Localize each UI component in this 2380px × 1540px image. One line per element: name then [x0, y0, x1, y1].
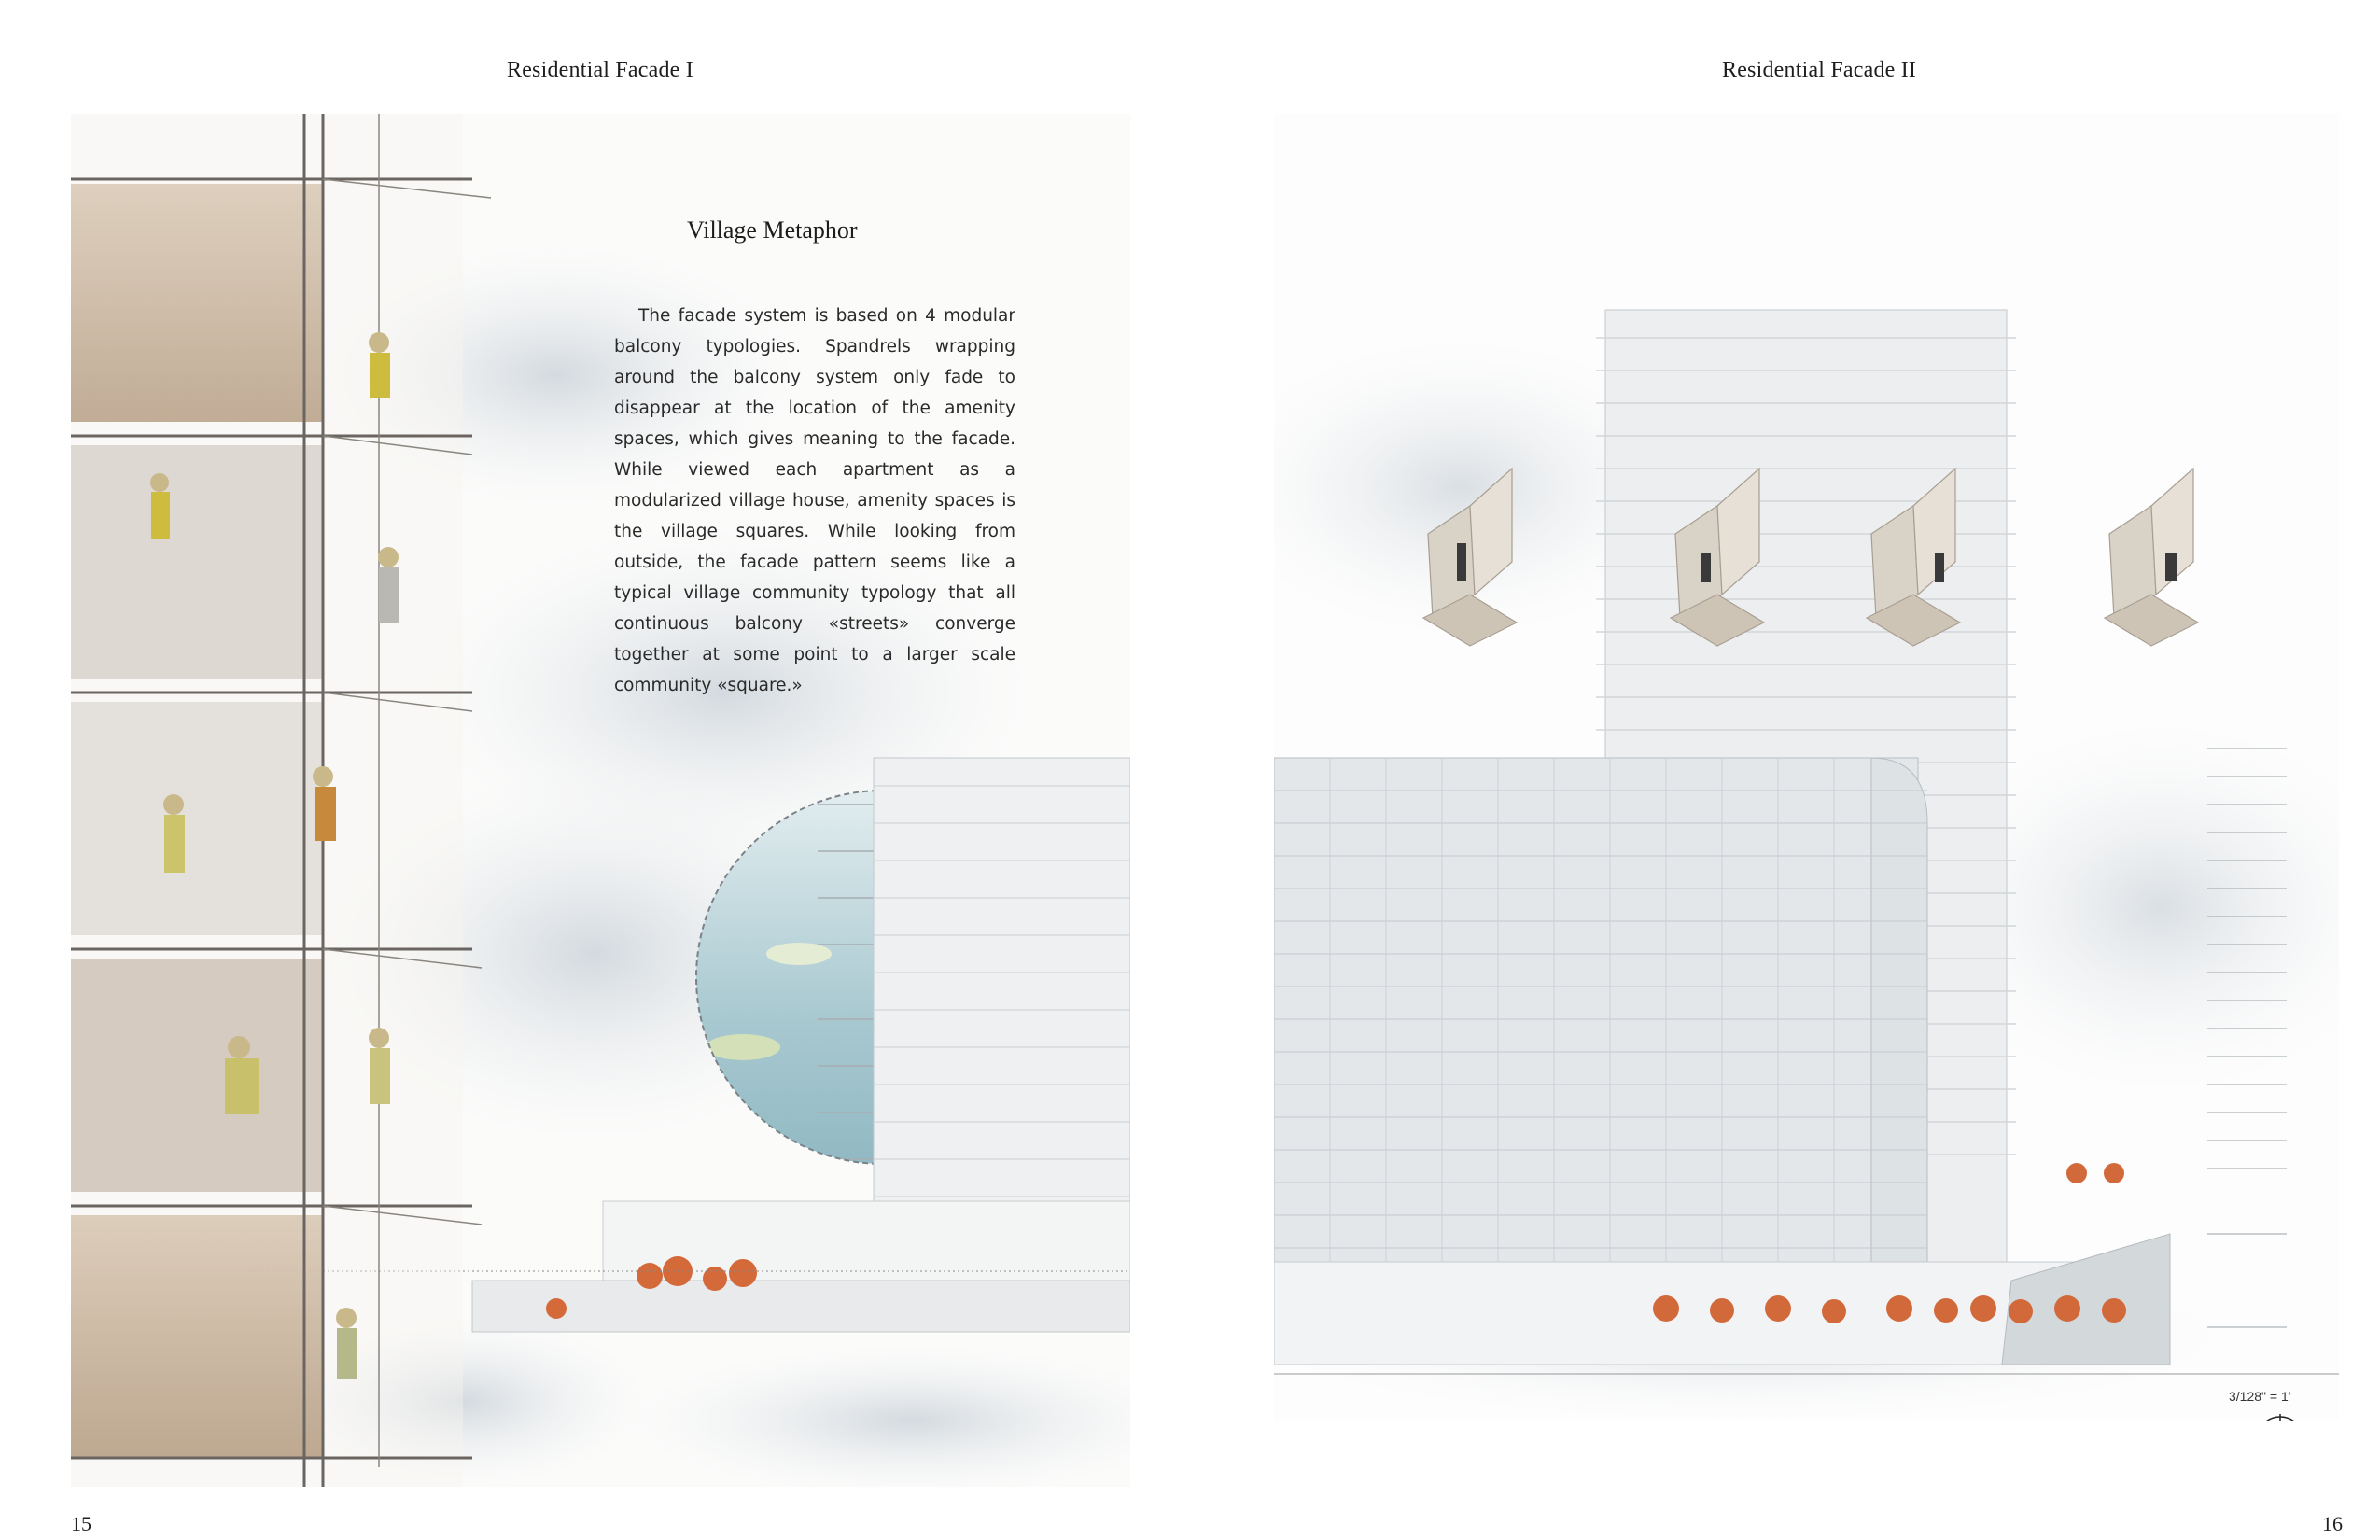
- facade-section-drawing: [71, 114, 1130, 1487]
- residential-elevation-drawing: [1274, 309, 2339, 1421]
- right-page-number: 16: [2322, 1512, 2343, 1535]
- right-page-title: Residential Facade II: [1722, 58, 1917, 82]
- left-page-number: 15: [71, 1512, 91, 1535]
- scale-label: 3/128" = 1': [2229, 1389, 2291, 1404]
- north-arrow-icon: [2266, 1414, 2294, 1421]
- left-page-title: Residential Facade I: [507, 58, 693, 82]
- right-elevation-illustration: 3/128" = 1': [1274, 114, 2339, 1421]
- left-facade-illustration: Village Metaphor The facade system is ba…: [71, 114, 1130, 1487]
- description-paragraph: The facade system is based on 4 modular …: [614, 306, 1015, 695]
- section-heading: Village Metaphor: [687, 217, 858, 244]
